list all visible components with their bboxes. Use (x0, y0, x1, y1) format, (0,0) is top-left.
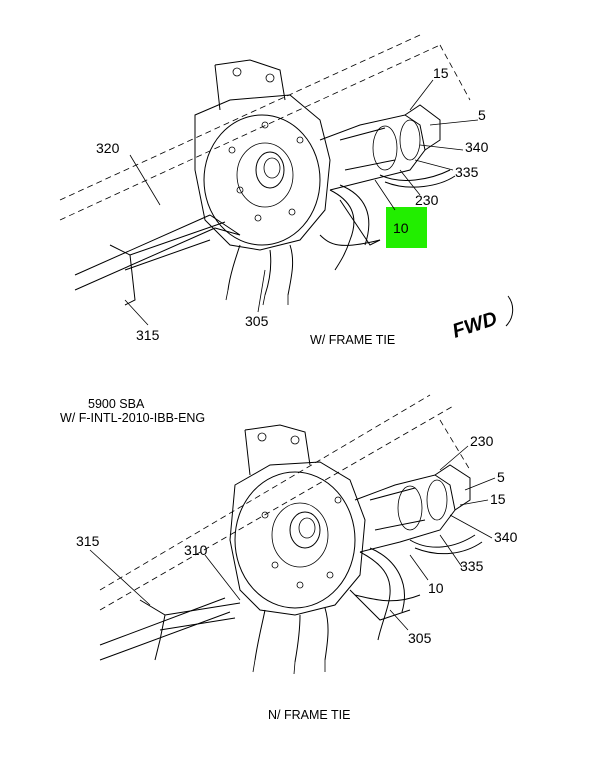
callout-305: 305 (245, 313, 269, 329)
callout-310: 310 (184, 542, 208, 558)
callout-15: 15 (433, 65, 449, 81)
bottom-leader-lines (89, 445, 496, 631)
callout-10: 10 (393, 220, 409, 236)
callout-340: 340 (494, 529, 518, 545)
callout-15: 15 (490, 491, 506, 507)
callout-305: 305 (408, 630, 432, 646)
top-assembly-illustration (59, 34, 471, 306)
fwd-label: FWD (450, 308, 500, 343)
top-caption: W/ FRAME TIE (310, 333, 395, 347)
callout-230: 230 (470, 433, 494, 449)
forward-arrow-icon: FWD (450, 295, 514, 343)
top-leader-lines (124, 79, 479, 326)
callout-230: 230 (415, 192, 439, 208)
callout-5: 5 (497, 469, 505, 485)
callout-315: 315 (136, 327, 160, 343)
model-line-2: W/ F-INTL-2010-IBB-ENG (60, 411, 205, 425)
callout-335: 335 (455, 164, 479, 180)
callout-320: 320 (96, 140, 120, 156)
model-line-1: 5900 SBA (88, 397, 145, 411)
callout-10: 10 (428, 580, 444, 596)
callout-315: 315 (76, 533, 100, 549)
callout-5: 5 (478, 107, 486, 123)
bottom-assembly-illustration (99, 394, 483, 675)
callout-335: 335 (460, 558, 484, 574)
highlight-box (386, 207, 427, 248)
callout-340: 340 (465, 139, 489, 155)
bottom-caption: N/ FRAME TIE (268, 708, 350, 722)
